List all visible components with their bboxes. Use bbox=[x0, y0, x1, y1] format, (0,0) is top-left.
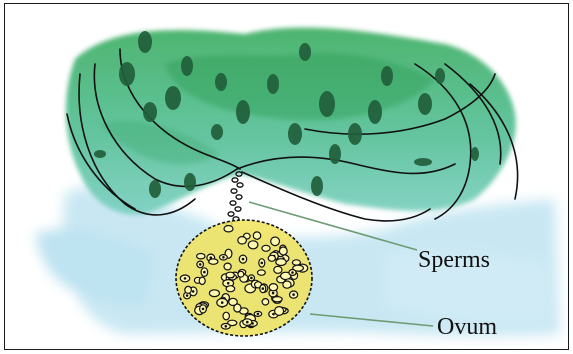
ovum-cell bbox=[258, 270, 266, 275]
sperms-label: Sperms bbox=[418, 248, 490, 272]
ovum-cell-nucleus bbox=[250, 277, 253, 280]
ovum-cell-nucleus bbox=[292, 293, 295, 296]
ovum-cell-nucleus bbox=[262, 287, 265, 290]
ovum-cell bbox=[226, 272, 234, 278]
ovum-cell-nucleus bbox=[203, 271, 206, 274]
ovum-cell-nucleus bbox=[184, 277, 187, 280]
ovum-cell-nucleus bbox=[227, 282, 230, 285]
ovum-cell bbox=[185, 286, 192, 293]
diagram-frame: Sperms Ovum bbox=[4, 3, 569, 350]
ovum-cell bbox=[274, 266, 282, 273]
ovum-cell-nucleus bbox=[192, 290, 195, 293]
ovum-cell-nucleus bbox=[225, 325, 228, 328]
ovum-cell bbox=[209, 259, 218, 264]
ovum-cell bbox=[292, 260, 300, 265]
ovum-cell-cluster bbox=[176, 220, 312, 336]
ovum-cell-nucleus bbox=[291, 271, 294, 274]
ovum-cell bbox=[262, 245, 270, 251]
ovum-cell bbox=[253, 232, 260, 239]
ovum-cell bbox=[248, 241, 258, 249]
ovum-cell bbox=[262, 299, 269, 305]
ovum-cell bbox=[275, 307, 284, 316]
ovum-cell bbox=[279, 247, 287, 255]
ovum-cell bbox=[238, 271, 244, 277]
fertilization-illustration bbox=[5, 4, 568, 349]
ovum-cell bbox=[272, 297, 282, 302]
ovum-cell bbox=[224, 226, 233, 232]
ovum-cell-nucleus bbox=[272, 292, 275, 295]
ovum-cell-nucleus bbox=[246, 321, 249, 324]
ovum-cell bbox=[199, 277, 205, 284]
ovum-cell bbox=[226, 286, 235, 292]
sperm-chain bbox=[226, 172, 243, 226]
flower-petal-mass bbox=[66, 28, 518, 221]
ovum-cell bbox=[271, 237, 280, 246]
ovum-cell-nucleus bbox=[242, 258, 245, 261]
ovum-cell bbox=[269, 284, 277, 291]
ovum-cell-nucleus bbox=[222, 256, 225, 259]
ovum-cell bbox=[268, 255, 275, 261]
ovum-cell bbox=[238, 237, 247, 244]
ovum-cell-nucleus bbox=[261, 262, 264, 265]
ovum-cell bbox=[229, 298, 238, 305]
ovum-cell bbox=[283, 281, 291, 288]
ovum-label: Ovum bbox=[437, 315, 497, 339]
ovum-cell bbox=[197, 254, 205, 259]
ovum-cell bbox=[209, 290, 219, 297]
ovum-cell-nucleus bbox=[272, 313, 275, 316]
ovum-cell-nucleus bbox=[202, 308, 205, 311]
ovum-cell-nucleus bbox=[199, 263, 202, 266]
ovum-cell bbox=[276, 259, 286, 266]
ovum-cell-nucleus bbox=[257, 313, 260, 316]
ovum-cell bbox=[223, 312, 229, 320]
ovum-cell-nucleus bbox=[221, 301, 224, 304]
ovum-cell-nucleus bbox=[186, 294, 189, 297]
ovum-cell bbox=[224, 263, 231, 270]
